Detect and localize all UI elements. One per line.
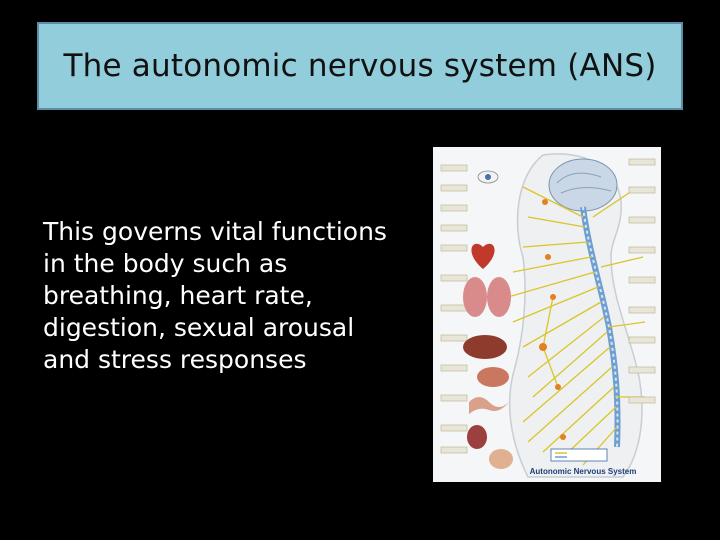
- figure-caption: Autonomic Nervous System: [529, 467, 637, 476]
- legend-box: [550, 448, 608, 462]
- stomach-shape: [477, 367, 509, 387]
- body-line: in the body such as: [43, 249, 288, 278]
- kidney-shape: [467, 425, 487, 449]
- liver-shape: [463, 335, 507, 359]
- nervous-system-illustration: Autonomic Nervous System: [433, 147, 661, 482]
- anatomy-diagram: [440, 153, 656, 478]
- lung-left: [463, 277, 487, 317]
- slide-title: The autonomic nervous system (ANS): [63, 48, 657, 84]
- ganglia-nodes: [539, 199, 566, 440]
- lung-right: [487, 277, 511, 317]
- bladder-shape: [489, 449, 513, 469]
- body-text: This governs vital functions in the body…: [43, 216, 413, 376]
- body-line: and stress responses: [43, 345, 307, 374]
- nerve-lines: [507, 186, 646, 466]
- brain-shape: [548, 158, 618, 212]
- body-line: digestion, sexual arousal: [43, 313, 355, 342]
- heart-shape: [471, 243, 495, 269]
- label-boxes: [440, 158, 656, 454]
- title-box: The autonomic nervous system (ANS): [37, 22, 683, 110]
- body-line: breathing, heart rate,: [43, 281, 313, 310]
- intestine-shape: [469, 397, 509, 414]
- body-outline: [508, 153, 643, 478]
- body-line: This governs vital functions: [43, 217, 387, 246]
